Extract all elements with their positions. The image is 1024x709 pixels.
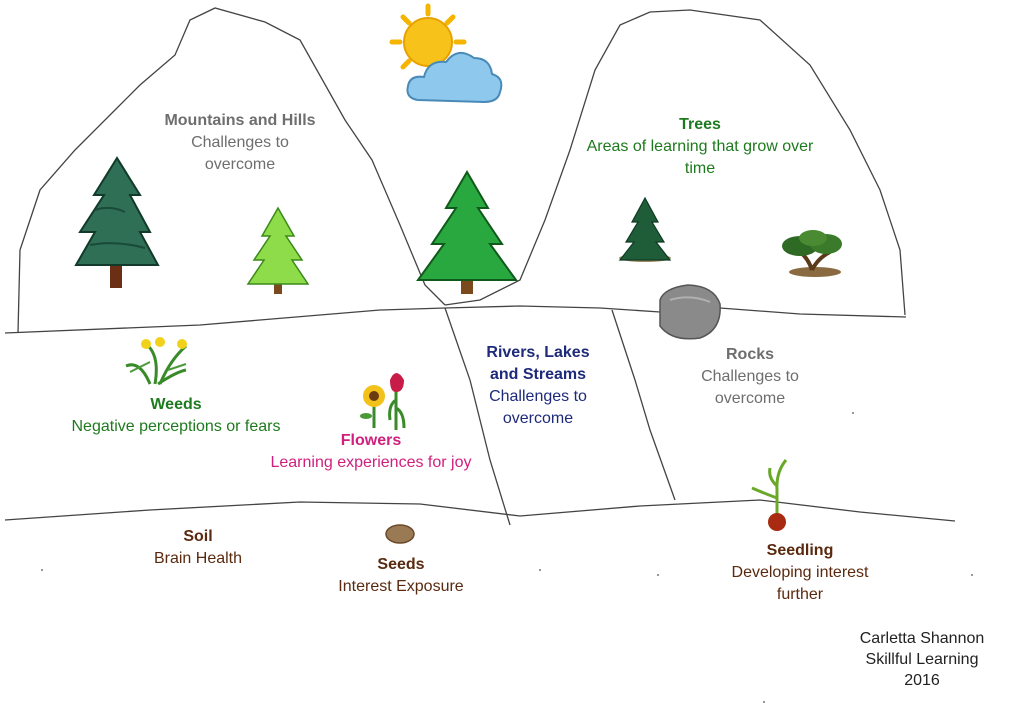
seed-icon [385, 524, 415, 544]
sun [403, 17, 453, 67]
sunflower-icon [360, 385, 385, 428]
seeds-label: Seeds Interest Exposure [316, 554, 486, 598]
trees-label: Trees Areas of learning that grow over t… [580, 114, 820, 180]
rocks-desc: Challenges to overcome [701, 368, 799, 407]
rocks-divider [611, 309, 676, 501]
sun-rays [389, 3, 467, 70]
bonsai-icon [782, 230, 842, 277]
credit-author: Carletta Shannon [859, 630, 985, 647]
trees-title: Trees [679, 116, 721, 133]
mountains-title: Mountains and Hills [164, 112, 316, 129]
mountains-label: Mountains and Hills Challenges to overco… [140, 110, 340, 176]
rivers-label: Rivers, Lakes and Streams Challenges to … [472, 342, 604, 430]
seedling-desc: Developing interest further [731, 564, 869, 603]
mountains-desc: Challenges to overcome [191, 134, 289, 173]
dandelion-icon [125, 337, 187, 386]
flowers-title: Flowers [340, 432, 402, 449]
mountain-right-outline [444, 9, 906, 316]
weeds-desc: Negative perceptions or fears [71, 418, 281, 435]
light-pine-tree-icon [246, 206, 310, 294]
soil-label: Soil Brain Health [120, 526, 276, 570]
credit-year: 2016 [904, 672, 940, 689]
seedling-title: Seedling [766, 542, 834, 559]
soil-desc: Brain Health [153, 550, 243, 567]
mountain-left-outline [17, 7, 446, 334]
outline-lines [4, 7, 956, 526]
dark-pine-tree-icon [74, 156, 160, 288]
soil-title: Soil [183, 528, 213, 545]
rocks-title: Rocks [725, 346, 775, 363]
spruce-tree-icon [618, 196, 672, 262]
flowers-desc: Learning experiences for joy [270, 454, 472, 471]
trees-desc: Areas of learning that grow over time [586, 138, 814, 177]
sun-cloud-icon [389, 3, 503, 104]
credit-block: Carletta Shannon Skillful Learning 2016 [832, 628, 1012, 691]
seedling-icon [751, 459, 788, 531]
seeds-title: Seeds [377, 556, 425, 573]
rocks-label: Rocks Challenges to overcome [680, 344, 820, 410]
ground-line-bottom [4, 499, 956, 522]
credit-org: Skillful Learning [865, 651, 979, 668]
weeds-label: Weeds Negative perceptions or fears [70, 394, 282, 438]
speckles [41, 412, 973, 703]
rivers-title: Rivers, Lakes and Streams [486, 344, 590, 383]
rivers-desc: Challenges to overcome [489, 388, 587, 427]
cloud [406, 51, 503, 104]
tulip-icon [388, 373, 406, 430]
flowers-label: Flowers Learning experiences for joy [258, 430, 484, 474]
pine-tree-icon [416, 170, 518, 294]
weeds-title: Weeds [150, 396, 202, 413]
ground-line-top [4, 305, 907, 334]
seedling-label: Seedling Developing interest further [705, 540, 895, 606]
river-divider [444, 307, 511, 526]
rock-icon [659, 284, 721, 340]
seeds-desc: Interest Exposure [338, 578, 464, 595]
